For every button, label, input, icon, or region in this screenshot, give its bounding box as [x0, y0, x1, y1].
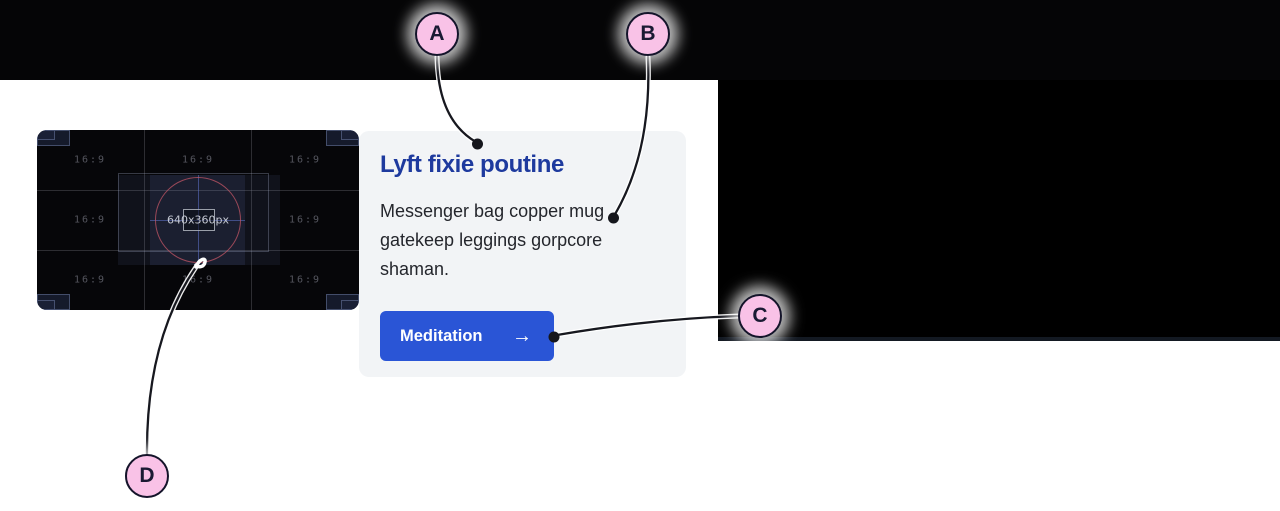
aspect-ratio-label: 16:9: [181, 154, 215, 166]
aspect-ratio-label: 16:9: [73, 154, 107, 166]
aspect-ratio-label: 16:9: [73, 274, 107, 286]
aspect-ratio-label: 16:9: [73, 214, 107, 226]
aspect-ratio-label: 16:9: [288, 154, 322, 166]
annotation-marker-b[interactable]: B: [626, 12, 670, 56]
card-image-placeholder: 16:9 16:9 16:9 16:9 16:9 16:9 16:9 16:9 …: [37, 130, 359, 310]
annotation-marker-a[interactable]: A: [415, 12, 459, 56]
grid-line: [251, 130, 252, 310]
grid-line: [144, 130, 145, 310]
crop-corner-mark: [341, 130, 359, 140]
card-description: Messenger bag copper mug gatekeep leggin…: [380, 201, 605, 279]
card-text-panel: Lyft fixie poutine Messenger bag copper …: [359, 131, 686, 377]
arrow-right-icon: →: [512, 325, 532, 347]
crop-corner-mark: [37, 130, 55, 140]
crop-corner-mark: [37, 300, 55, 310]
meditation-button[interactable]: Meditation →: [380, 311, 554, 361]
aspect-ratio-label: 16:9: [181, 274, 215, 286]
placeholder-size-label: 640x360px: [167, 213, 229, 227]
annotation-marker-d[interactable]: D: [125, 454, 169, 498]
center-size-box: [183, 209, 215, 231]
card-title: Lyft fixie poutine: [380, 151, 564, 178]
aspect-ratio-label: 16:9: [288, 214, 322, 226]
crop-corner-mark: [341, 300, 359, 310]
aspect-ratio-label: 16:9: [288, 274, 322, 286]
meditation-button-label: Meditation: [400, 326, 483, 345]
media-block: [718, 80, 1280, 341]
annotation-marker-c[interactable]: C: [738, 294, 782, 338]
